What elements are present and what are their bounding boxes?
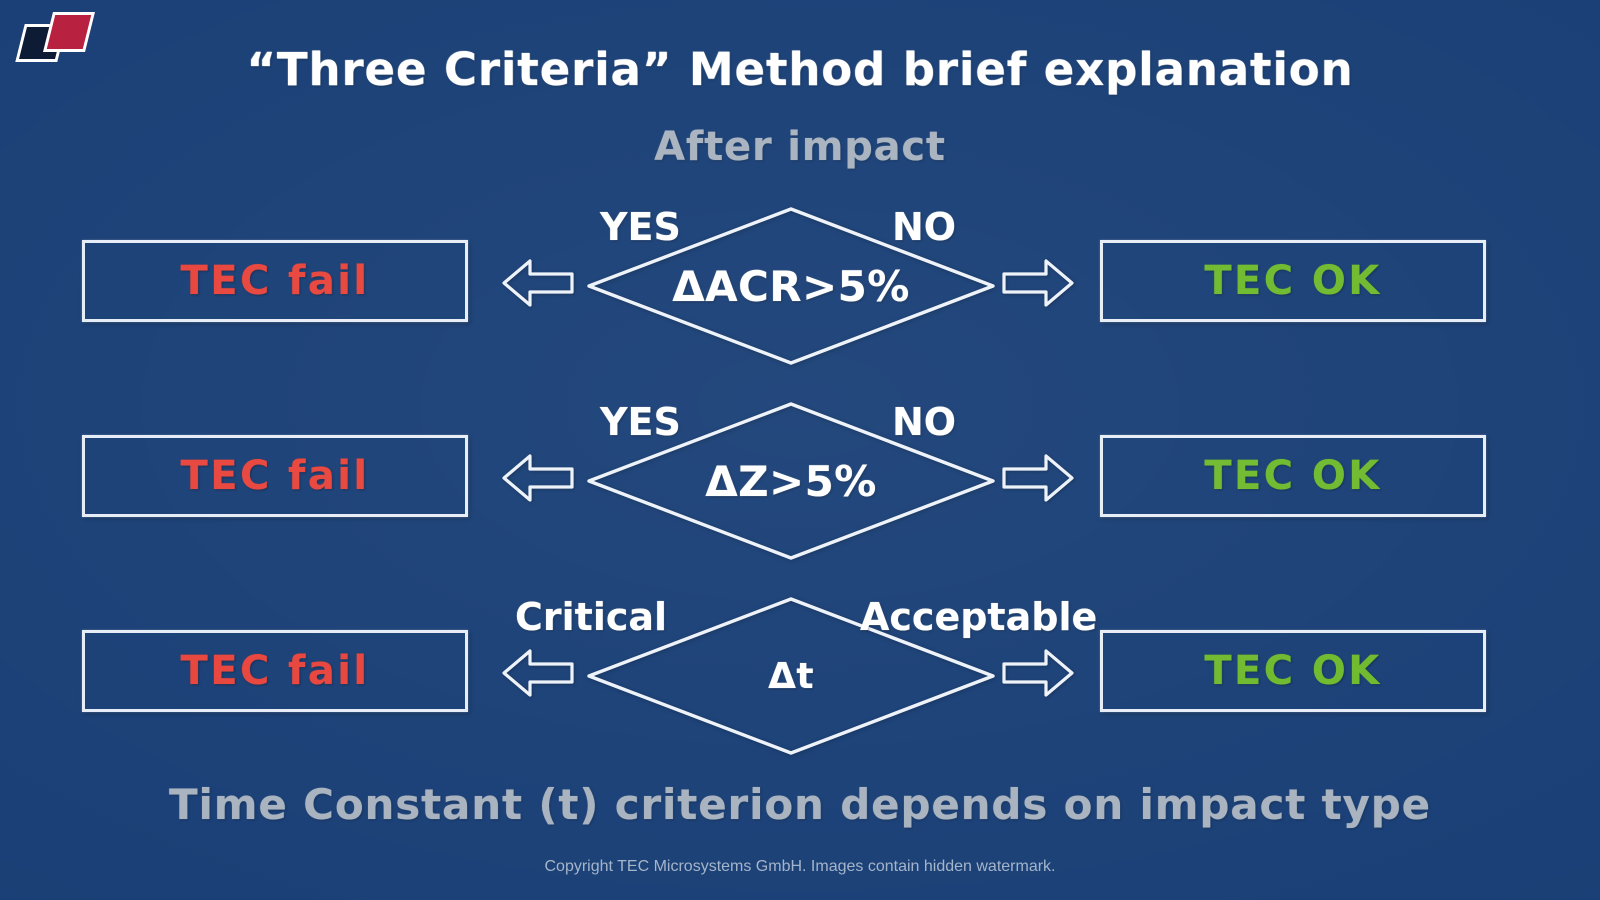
- arrow-right-icon: [1000, 253, 1076, 313]
- branch-label-yes: YES: [600, 400, 681, 444]
- result-box-ok: TEC OK: [1100, 240, 1486, 322]
- decision-diamond-acr: ΔACR>5%: [585, 205, 997, 367]
- branch-label-no: NO: [892, 205, 957, 249]
- decision-row-acr: TEC fail ΔACR>5% YES NO TEC OK: [0, 195, 1600, 395]
- arrow-left-icon: [500, 643, 576, 703]
- result-label-ok: TEC OK: [1204, 648, 1382, 694]
- decision-label-z: ΔZ>5%: [705, 456, 877, 506]
- subtitle: After impact: [654, 124, 946, 170]
- result-box-ok: TEC OK: [1100, 630, 1486, 712]
- decision-label-acr: ΔACR>5%: [672, 261, 910, 311]
- branch-label-critical: Critical: [515, 595, 668, 639]
- decision-row-tau: TEC fail Δt Critical Acceptable TEC OK: [0, 585, 1600, 785]
- result-label-fail: TEC fail: [180, 258, 370, 304]
- copyright-notice: Copyright TEC Microsystems GmbH. Images …: [544, 858, 1056, 875]
- page-title: “Three Criteria” Method brief explanatio…: [246, 43, 1354, 96]
- branch-label-acceptable: Acceptable: [860, 595, 1098, 639]
- footnote: Time Constant (t) criterion depends on i…: [169, 780, 1431, 829]
- result-box-fail: TEC fail: [82, 435, 468, 517]
- result-box-fail: TEC fail: [82, 240, 468, 322]
- result-box-ok: TEC OK: [1100, 435, 1486, 517]
- decision-label-tau: Δt: [768, 655, 814, 697]
- arrow-left-icon: [500, 448, 576, 508]
- decision-row-z: TEC fail ΔZ>5% YES NO TEC OK: [0, 390, 1600, 590]
- result-label-fail: TEC fail: [180, 453, 370, 499]
- branch-label-yes: YES: [600, 205, 681, 249]
- arrow-left-icon: [500, 253, 576, 313]
- decision-diamond-z: ΔZ>5%: [585, 400, 997, 562]
- arrow-right-icon: [1000, 448, 1076, 508]
- result-label-fail: TEC fail: [180, 648, 370, 694]
- arrow-right-icon: [1000, 643, 1076, 703]
- decision-diamond-tau: Δt: [585, 595, 997, 757]
- result-box-fail: TEC fail: [82, 630, 468, 712]
- result-label-ok: TEC OK: [1204, 258, 1382, 304]
- branch-label-no: NO: [892, 400, 957, 444]
- result-label-ok: TEC OK: [1204, 453, 1382, 499]
